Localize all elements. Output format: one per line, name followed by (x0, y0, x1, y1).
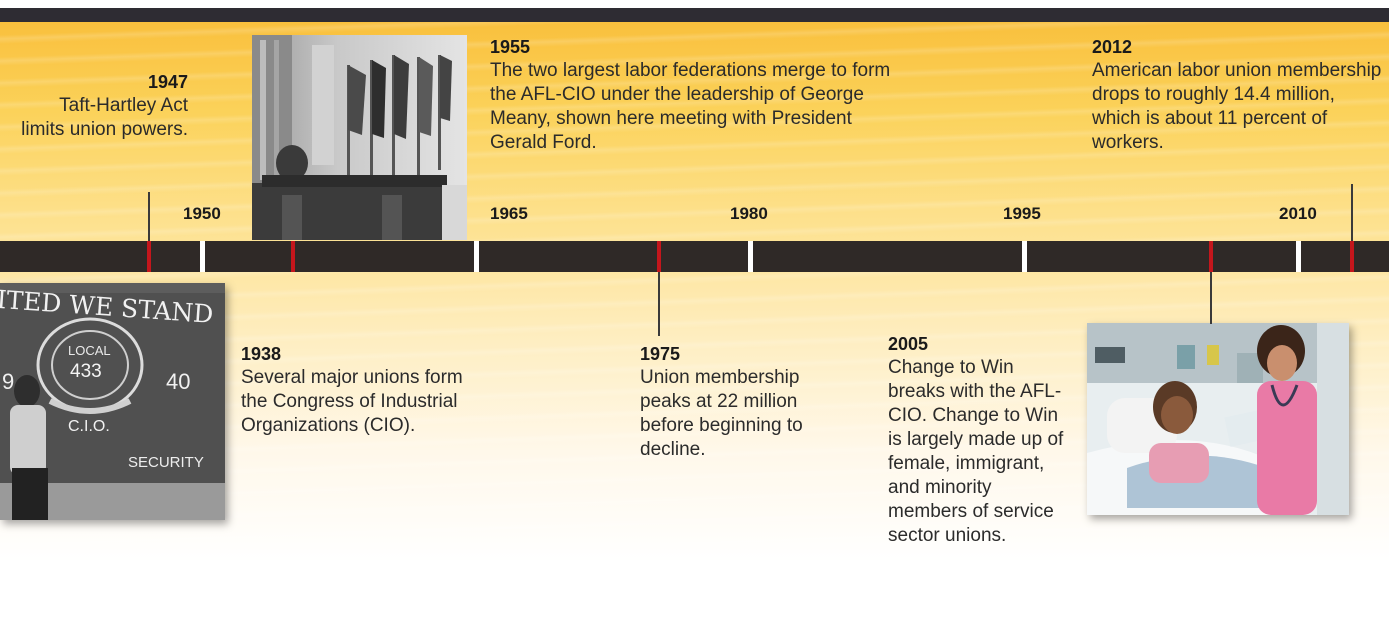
event-text: Several major unions form the Congress o… (241, 367, 463, 436)
event-text: Taft-Hartley Act limits union powers. (21, 95, 188, 140)
tick-year-1980: 1980 (730, 204, 768, 223)
connector-1975 (658, 272, 660, 336)
event-1947: 1947 Taft-Hartley Act limits union power… (20, 70, 188, 142)
connector-1947 (148, 192, 150, 241)
photo-oval-office-meeting (252, 35, 467, 240)
banner-number: 433 (70, 361, 102, 382)
event-1955: 1955 The two largest labor federations m… (490, 35, 910, 155)
event-text: Change to Win breaks with the AFL-CIO. C… (888, 357, 1064, 546)
event-year: 1975 (640, 344, 681, 364)
tick-year-1965: 1965 (490, 204, 528, 223)
event-text: American labor union membership drops to… (1092, 60, 1382, 153)
connector-2005 (1210, 272, 1212, 324)
event-2012: 2012 American labor union membership dro… (1092, 35, 1382, 155)
event-2005: 2005 Change to Win breaks with the AFL-C… (888, 332, 1068, 548)
tick-year-1995: 1995 (1003, 204, 1041, 223)
photo-nurse-and-patient (1087, 323, 1349, 515)
event-text: Union membership peaks at 22 million bef… (640, 367, 803, 460)
banner-right-year: 40 (166, 369, 190, 394)
event-year: 1938 (241, 344, 282, 364)
banner-local: LOCAL (68, 343, 111, 358)
tick-year-2010: 2010 (1279, 204, 1317, 223)
timeline-segment-divider-1965 (474, 241, 479, 272)
timeline-segment-divider-1980 (748, 241, 753, 272)
marker-1955 (291, 241, 295, 272)
banner-org: C.I.O. (68, 418, 110, 435)
timeline-segment-divider-1995 (1022, 241, 1027, 272)
tick-year-1950: 1950 (183, 204, 221, 223)
marker-1947 (147, 241, 151, 272)
timeline-segment-divider-2010 (1296, 241, 1301, 272)
event-1975: 1975 Union membership peaks at 22 millio… (640, 342, 840, 462)
banner-security: SECURITY (128, 454, 204, 471)
event-year: 2005 (888, 334, 929, 354)
marker-2005 (1209, 241, 1213, 272)
marker-1975 (657, 241, 661, 272)
event-year: 1947 (147, 72, 188, 92)
timeline-segment-divider-1950 (200, 241, 205, 272)
connector-2012 (1351, 184, 1353, 241)
marker-2012 (1350, 241, 1354, 272)
banner-left-year: 9 (2, 369, 14, 394)
event-1938: 1938 Several major unions form the Congr… (241, 342, 471, 438)
timeline-background (0, 22, 1389, 621)
event-text: The two largest labor federations merge … (490, 60, 891, 153)
event-year: 1955 (490, 37, 531, 57)
event-year: 2012 (1092, 37, 1133, 57)
top-rule (0, 8, 1389, 22)
photo-union-banner: ITED WE STAND LOCAL 433 9 40 C.I.O. SECU… (0, 283, 225, 520)
timeline-bar (0, 241, 1389, 272)
